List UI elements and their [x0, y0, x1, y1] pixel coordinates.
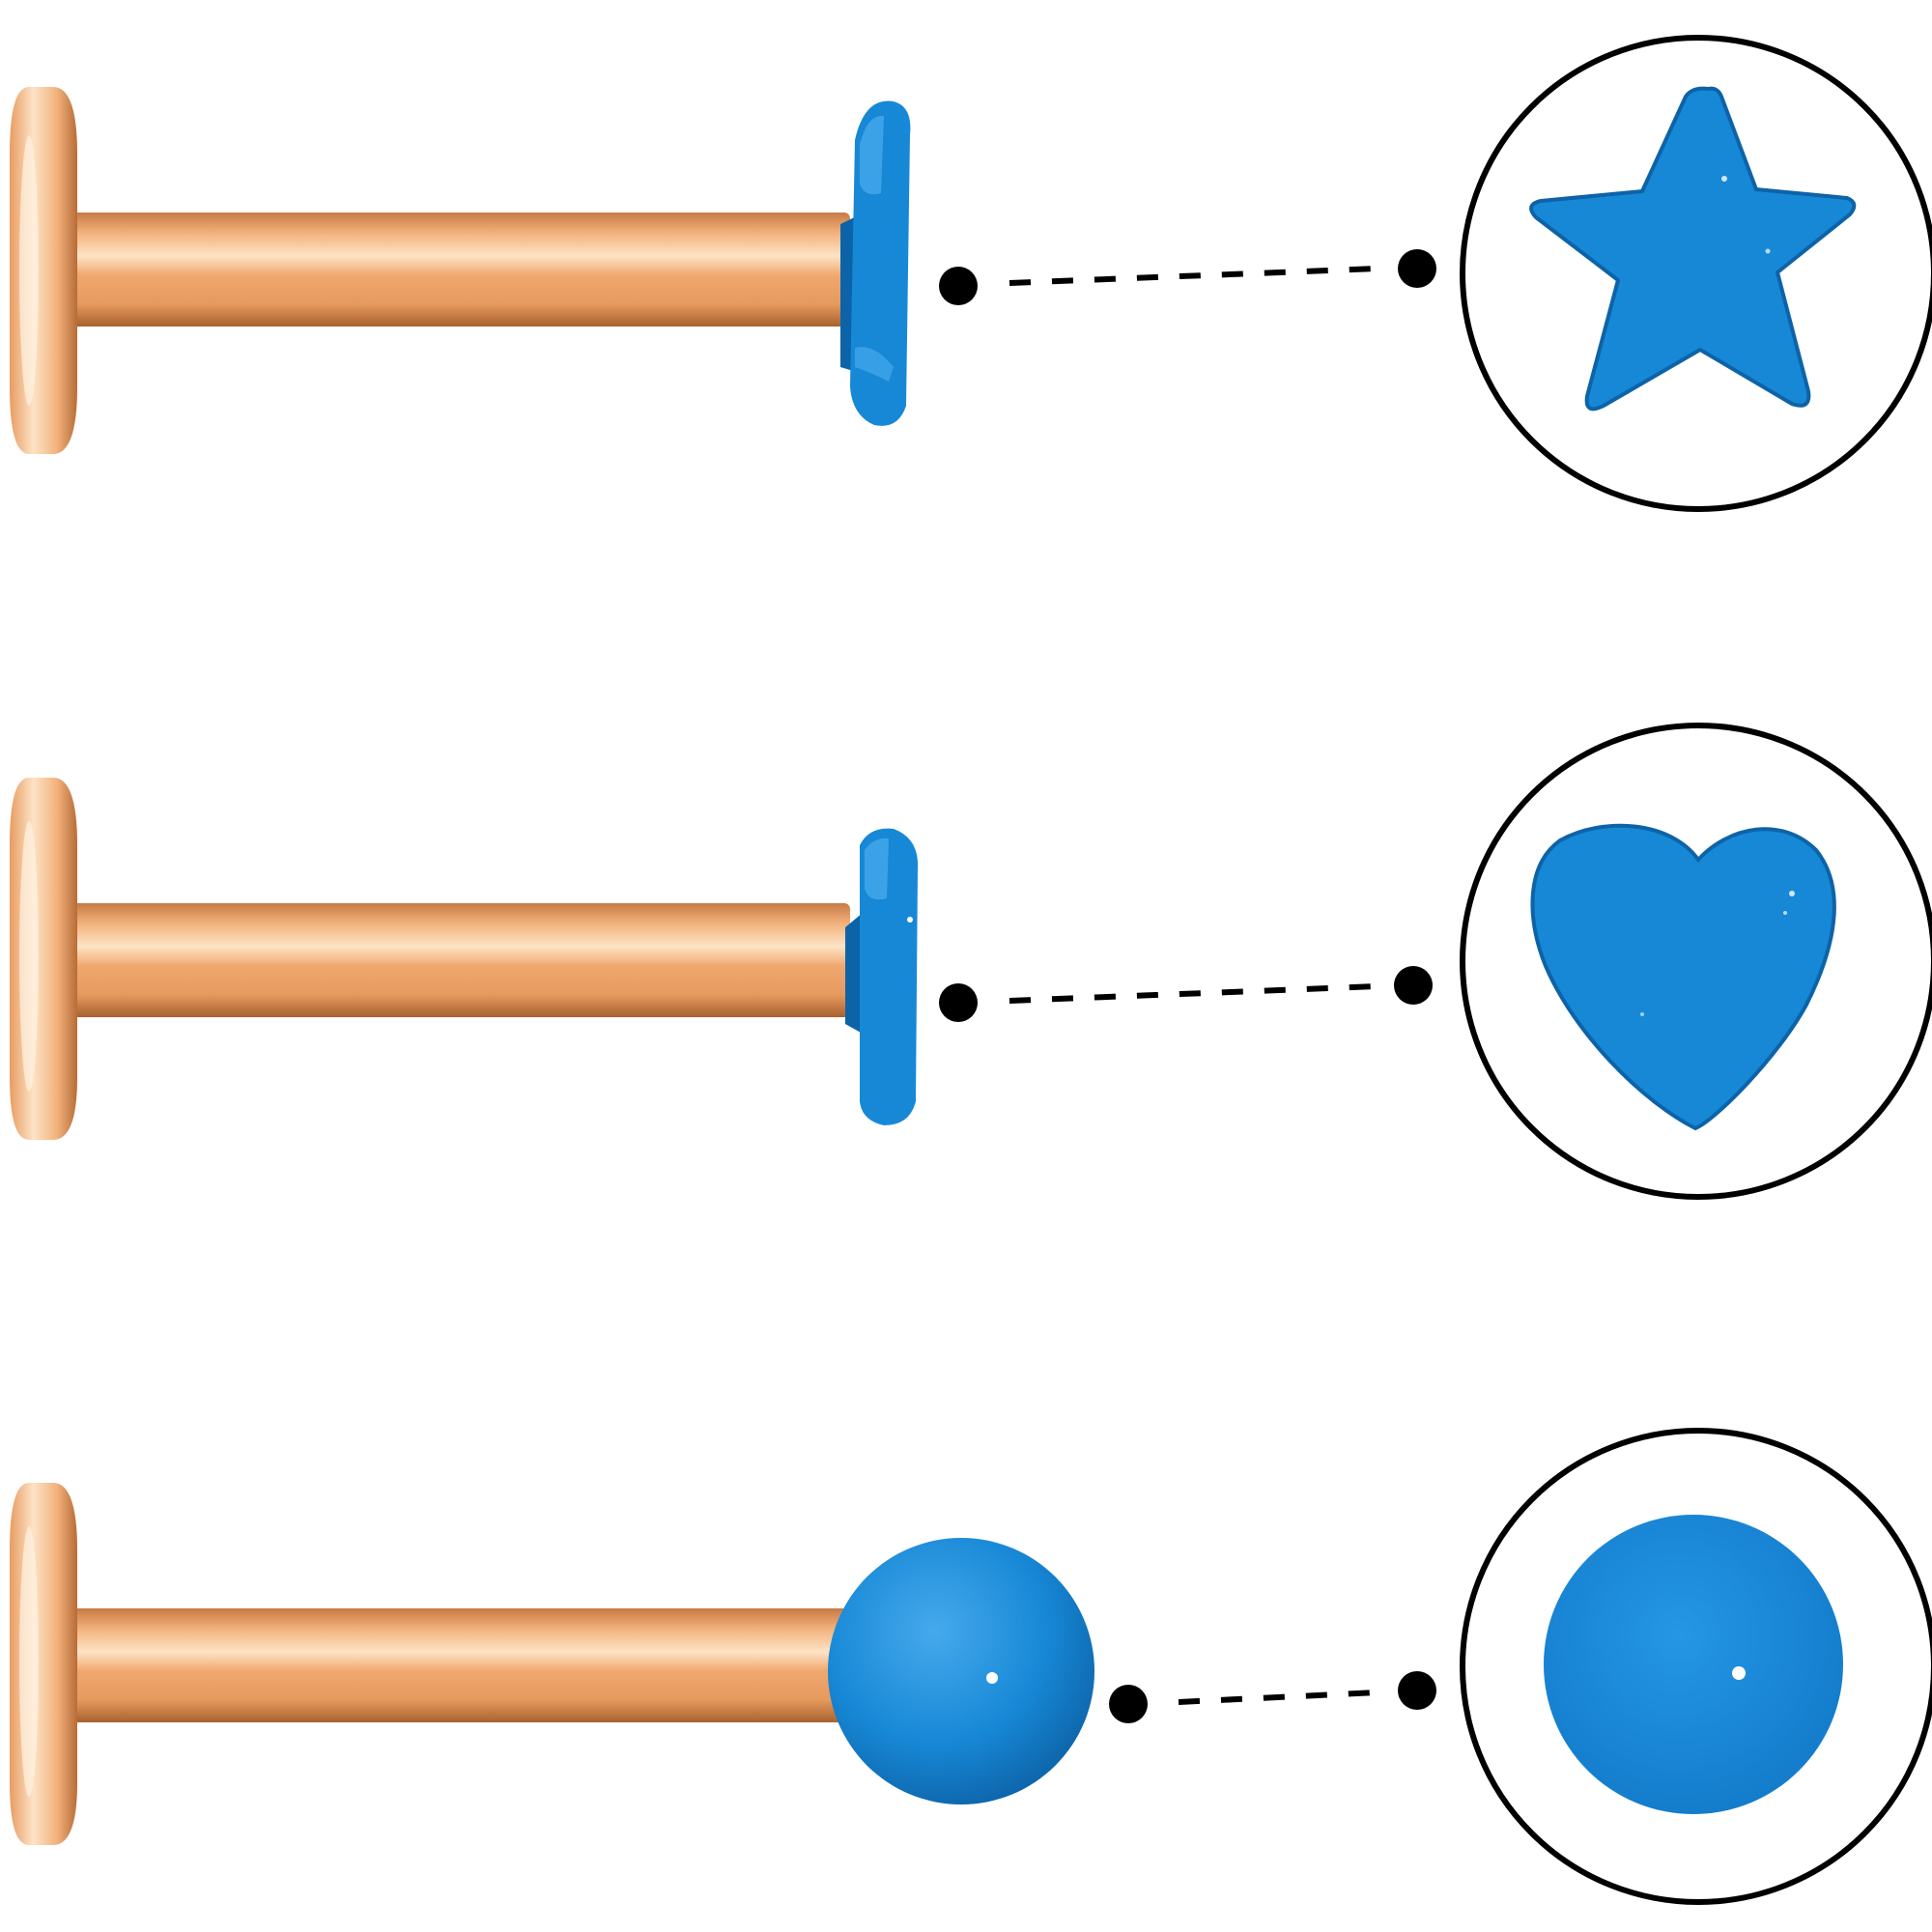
labret-ball-row	[10, 1428, 1932, 1905]
detail-circle-star	[1460, 35, 1932, 512]
labret-post-2	[10, 778, 850, 1140]
heart-icon	[1530, 823, 1836, 1131]
connector-dot-left	[939, 267, 978, 305]
connector-dot-right	[1398, 1671, 1436, 1710]
connector-dot-right	[1398, 249, 1436, 288]
connector-line-3	[1109, 1671, 1436, 1723]
ball-icon	[1544, 1515, 1843, 1814]
labret-heart-row	[10, 723, 1932, 1200]
disc-highlight	[19, 1526, 39, 1797]
ball-end-side-view	[828, 1538, 1094, 1804]
disc-highlight	[19, 821, 39, 1092]
labret-star-row	[10, 35, 1932, 512]
connector-dash	[1009, 266, 1378, 286]
connector-dash	[1009, 983, 1378, 1004]
star-end-side-view	[840, 100, 911, 426]
connector-dash	[1178, 1690, 1378, 1705]
connector-line-1	[939, 249, 1436, 305]
detail-circle-ball	[1460, 1428, 1932, 1905]
connector-dot-left	[939, 983, 978, 1022]
labret-post-3	[10, 1483, 850, 1845]
connector-dot-left	[1109, 1685, 1148, 1723]
connector-dot-right	[1394, 966, 1433, 1005]
disc-highlight	[19, 135, 39, 406]
labret-post-1	[10, 87, 850, 454]
star-icon	[1529, 86, 1857, 412]
heart-end-side-view	[845, 828, 919, 1125]
post-shaft	[53, 1608, 850, 1722]
connector-line-2	[939, 966, 1433, 1022]
detail-circle-heart	[1460, 723, 1932, 1200]
post-shaft	[53, 903, 850, 1017]
post-shaft	[53, 213, 850, 327]
